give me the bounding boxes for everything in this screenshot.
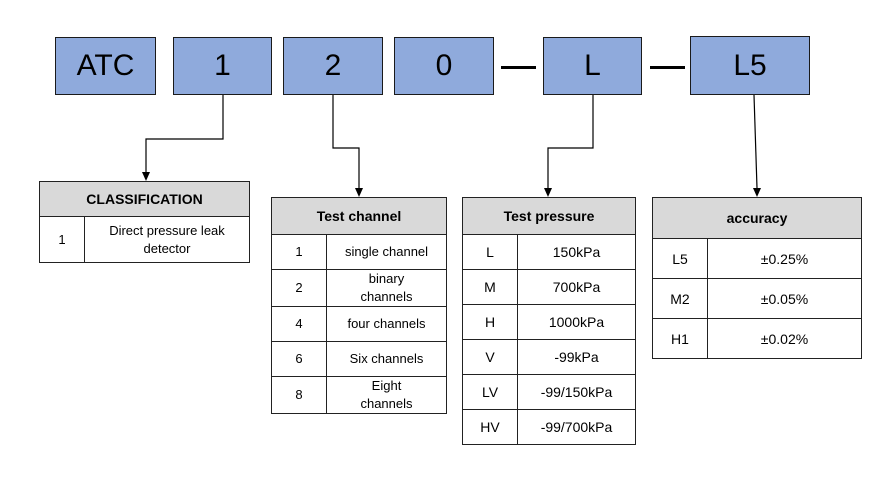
code-segment-pressure: L — [543, 37, 642, 95]
code-segment-channel: 2 — [283, 37, 383, 95]
connector-classification — [145, 95, 224, 172]
table-row: H1±0.02% — [652, 318, 862, 359]
dash-separator-1 — [501, 66, 536, 69]
arrowhead-channel — [355, 188, 363, 197]
connector-pressure — [547, 95, 594, 188]
code-segment-classification: 1 — [173, 37, 272, 95]
arrowhead-classification — [142, 172, 150, 181]
arrowhead-accuracy — [753, 188, 761, 197]
test-pressure-title: Test pressure — [462, 197, 636, 235]
table-row: L5±0.25% — [652, 238, 862, 279]
test-channel-title: Test channel — [271, 197, 447, 235]
accuracy-table: accuracy L5±0.25% M2±0.05% H1±0.02% — [652, 197, 862, 359]
table-row: M2±0.05% — [652, 278, 862, 319]
table-row: HV-99/700kPa — [462, 409, 636, 445]
arrowhead-pressure — [544, 188, 552, 197]
table-row: V-99kPa — [462, 339, 636, 375]
code-segment-atc: ATC — [55, 37, 156, 95]
classification-table: CLASSIFICATION 1 Direct pressure leak de… — [39, 181, 250, 263]
code-segment-accuracy: L5 — [690, 36, 810, 95]
table-row: LV-99/150kPa — [462, 374, 636, 410]
dash-separator-2 — [650, 66, 685, 69]
classification-title: CLASSIFICATION — [39, 181, 250, 217]
connector-channel — [332, 95, 360, 188]
connector-accuracy — [753, 94, 758, 189]
accuracy-title: accuracy — [652, 197, 862, 239]
table-row: 1 Direct pressure leak detector — [39, 216, 250, 263]
code-segment-zero: 0 — [394, 37, 494, 95]
